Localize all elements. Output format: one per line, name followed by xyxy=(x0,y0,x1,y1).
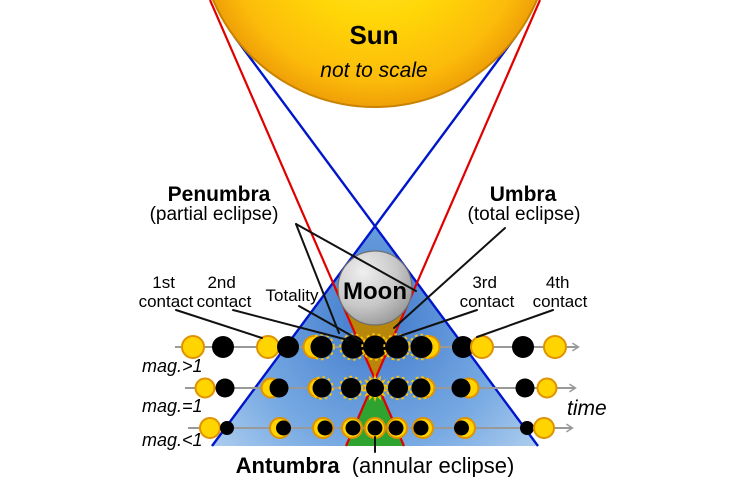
sun-phase-disk xyxy=(199,417,221,439)
moon-phase-disk xyxy=(269,378,289,398)
contact2-line1: 2nd xyxy=(207,273,235,292)
umbra-title: Umbra xyxy=(490,183,557,206)
totality-label: Totality xyxy=(266,286,319,305)
contact1-leader xyxy=(175,309,263,339)
annular-moon-disk xyxy=(413,420,429,436)
totality-disk xyxy=(388,378,408,398)
penumbra-subtitle: (partial eclipse) xyxy=(150,204,279,225)
contact1-line2: contact xyxy=(139,292,194,311)
annular-moon-disk xyxy=(388,420,404,436)
moon-label: Moon xyxy=(343,278,407,305)
corona-dashed-ring xyxy=(409,376,433,400)
antumbra-caption: Antumbra (annular eclipse) xyxy=(236,453,515,477)
contact4-line2: contact xyxy=(533,292,588,311)
totality-disk xyxy=(341,378,361,398)
moon-phase-disk xyxy=(452,336,474,358)
contact2-leader xyxy=(232,309,349,341)
contact1-label: 1st contact xyxy=(139,273,194,311)
moon-phase-disk xyxy=(277,336,299,358)
moon-phase-disk xyxy=(410,336,433,358)
leader-lines xyxy=(175,223,554,453)
contact3-line1: 3rd xyxy=(472,273,497,292)
moon-phase-disk xyxy=(220,421,234,435)
corona-dashed-ring xyxy=(310,376,334,400)
sun-phase-disk xyxy=(470,335,494,359)
magnitude-label-lt1: mag.<1 xyxy=(142,430,203,450)
sun-phase-disk xyxy=(181,335,205,359)
phase-timelines xyxy=(175,333,580,439)
totality-disk xyxy=(363,335,387,359)
moon-phase-disk xyxy=(451,378,471,398)
corona-dashed-ring xyxy=(385,375,411,401)
contact2-label: 2nd contact xyxy=(197,273,252,311)
corona-dashed-ring xyxy=(308,333,335,361)
totality-leader xyxy=(298,305,362,342)
contact3-label: 3rd contact xyxy=(460,273,515,311)
umbra-subtitle: (total eclipse) xyxy=(468,204,581,225)
moon-phase-disk xyxy=(212,336,234,358)
totality-disk xyxy=(341,335,365,359)
annular-moon-disk xyxy=(276,420,291,436)
moon-phase-disk xyxy=(520,421,534,435)
antumbra-subtitle: (annular eclipse) xyxy=(352,453,515,477)
time-axis-label: time xyxy=(567,397,607,420)
contact3-line2: contact xyxy=(460,292,515,311)
umbra-leader xyxy=(393,227,506,329)
magnitude-label-gt1: mag.>1 xyxy=(142,356,203,376)
totality-disk xyxy=(385,335,409,359)
moon-phase-disk xyxy=(515,378,535,398)
annular-moon-disk xyxy=(317,420,333,436)
penumbra-leader-right xyxy=(295,223,417,292)
corona-dashed-ring xyxy=(408,333,435,361)
corona-dashed-ring xyxy=(383,333,411,361)
penumbra-boundary-line-left xyxy=(233,35,539,447)
moon-phase-disk xyxy=(312,378,332,398)
totality-disk xyxy=(366,379,384,397)
moon-phase-disk xyxy=(215,378,235,398)
sun-phase-disk xyxy=(533,417,555,439)
umbra-boundary-line-right xyxy=(344,0,542,447)
moon-phase-disk xyxy=(310,336,333,358)
corona-dashed-ring xyxy=(338,375,364,401)
annular-moon-disk xyxy=(454,420,469,436)
sun-disk xyxy=(212,0,538,108)
magnitude-label-eq1: mag.=1 xyxy=(142,396,203,416)
moon-phase-disk xyxy=(411,378,431,398)
annular-moon-disk xyxy=(367,420,383,436)
sun-scale-note: not to scale xyxy=(320,59,427,82)
contact1-line1: 1st xyxy=(152,273,175,292)
penumbra-title: Penumbra xyxy=(168,183,271,206)
sun-phase-disk xyxy=(194,377,216,399)
sun-phase-disk xyxy=(536,377,558,399)
contact2-line2: contact xyxy=(197,292,252,311)
sun-phase-disk xyxy=(543,335,567,359)
contact4-line1: 4th xyxy=(546,273,570,292)
penumbra-leader-left xyxy=(295,223,340,334)
contact4-label: 4th contact xyxy=(533,273,588,311)
moon-phase-disk xyxy=(512,336,534,358)
sun-phase-disk xyxy=(256,335,280,359)
antumbra-title: Antumbra xyxy=(236,453,341,477)
contact3-leader xyxy=(399,309,478,337)
contact4-leader xyxy=(476,309,554,338)
penumbra-boundary-line-right xyxy=(211,35,517,447)
annular-moon-disk xyxy=(345,420,361,436)
umbra-boundary-line-left xyxy=(208,0,406,447)
sun-label: Sun xyxy=(349,20,398,50)
